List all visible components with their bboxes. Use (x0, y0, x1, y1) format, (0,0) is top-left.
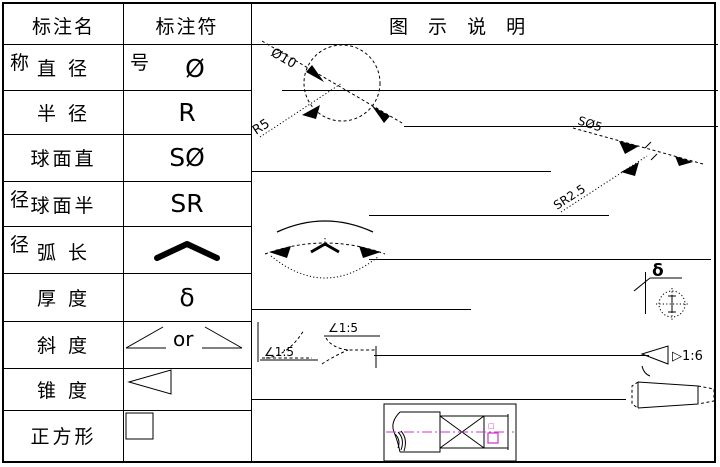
label-slope-right: ∠1:5 (328, 321, 358, 335)
label-sphere-diameter: SØ5 (576, 114, 604, 135)
illustration-thickness: δ (633, 261, 688, 320)
illustration-diameter-radius: Ø10 R5 (250, 40, 403, 138)
row-divider-4b (369, 215, 609, 216)
column-divider-1 (123, 4, 124, 461)
thickness-cell-rule (645, 272, 646, 314)
row-divider-header-col3 (251, 44, 718, 45)
row-divider-4 (4, 226, 251, 227)
illustration-arc-length (264, 220, 386, 279)
header-col-symbol-overflow: 号 (130, 52, 152, 74)
row-divider-6b (251, 309, 471, 310)
row-symbol-taper: ◁ (123, 368, 251, 410)
row-symbol-slope: or ∠ or ⟍ (123, 321, 251, 368)
row-symbol-sphere-diameter: SØ (169, 143, 205, 172)
row-divider-7 (4, 368, 251, 369)
row-symbol-sphere-radius: SR (170, 189, 204, 218)
column-divider-2 (251, 4, 252, 461)
row-divider-6 (4, 321, 251, 322)
row-divider-1 (4, 90, 251, 91)
row-symbol-thickness: δ (179, 282, 195, 312)
row-name-sphere-radius: 球面半 (30, 195, 97, 217)
header-col-name: 标注名 (31, 15, 95, 38)
row-divider-8b (251, 399, 626, 400)
row-divider-1b (282, 90, 718, 91)
illustration-sphere: SØ5 SR2.5 (551, 114, 704, 213)
row-divider-2b (404, 126, 718, 127)
label-thickness: δ (652, 261, 664, 281)
row-divider-3 (4, 181, 251, 182)
row-name-thickness: 厚 度 (36, 287, 91, 310)
row-name-slope: 斜 度 (36, 335, 91, 357)
row-divider-5b (369, 259, 711, 260)
row-divider-header (4, 44, 251, 45)
row-name-sphere-diameter-overflow: 径 (10, 189, 32, 211)
illustration-taper: ▷1:6 (631, 345, 715, 409)
row-name-sphere-diameter: 球面直 (30, 148, 97, 170)
slope-label-right-group: ∠1:5 (324, 321, 380, 337)
row-divider-3b (251, 171, 551, 172)
row-divider-7b (374, 355, 649, 356)
svg-text:or: or (173, 327, 194, 351)
row-symbol-radius: R (178, 97, 196, 127)
row-symbol-arc-length: ⌒ (123, 226, 251, 273)
label-square: □ (488, 422, 495, 430)
header-col-name-overflow: 称 (10, 52, 32, 74)
row-name-diameter: 直 径 (36, 57, 91, 80)
row-name-arc-length: 弧 长 (36, 242, 91, 264)
row-symbol-square: □ (123, 410, 251, 461)
label-radius: R5 (250, 116, 273, 138)
slope-label-left-group: ∠1:5 (260, 345, 318, 361)
row-name-taper: 锥 度 (36, 379, 91, 402)
illustration-slope: ∠1:5 ∠1:5 (257, 321, 380, 368)
row-symbol-diameter: Ø (185, 53, 205, 83)
row-name-sphere-radius-overflow: 径 (10, 234, 32, 256)
label-slope-left: ∠1:5 (264, 345, 294, 359)
row-divider-2 (4, 134, 251, 135)
header-col-illustration: 图 示 说 明 (389, 16, 533, 38)
label-sphere-radius: SR2.5 (551, 182, 588, 213)
label-diameter: Ø10 (268, 45, 299, 71)
header-col-symbol: 标注符 (155, 15, 219, 38)
label-taper: ▷1:6 (672, 349, 703, 364)
row-name-radius: 半 径 (36, 102, 91, 125)
illustration-square: □ (383, 403, 517, 462)
row-divider-5 (4, 273, 251, 274)
row-name-square: 正方形 (30, 426, 97, 448)
row-divider-8 (4, 410, 251, 411)
